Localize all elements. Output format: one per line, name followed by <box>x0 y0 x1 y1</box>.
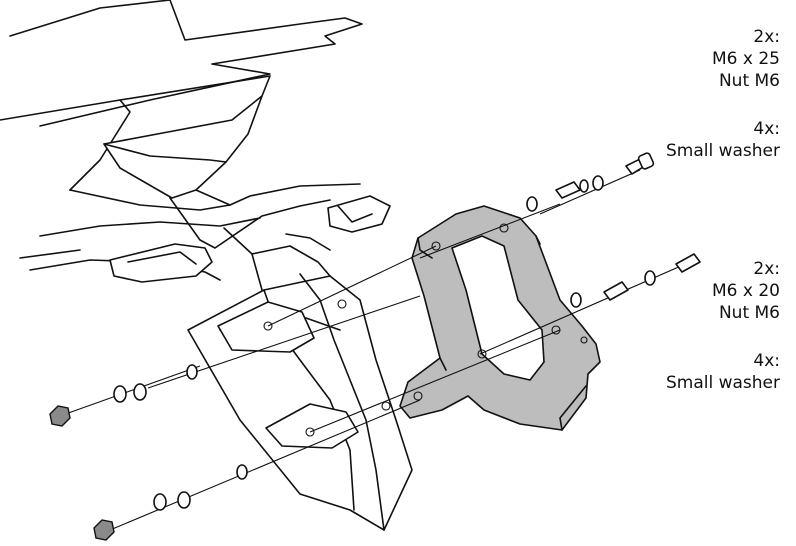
washer-label: Small washer <box>665 141 780 161</box>
hardware-group-m6x25: 2x: M6 x 25 Nut M6 <box>560 26 780 92</box>
mounting-bracket <box>399 205 601 431</box>
washer-group-lower: 4x: Small washer <box>560 350 780 394</box>
quantity-label: 2x: <box>753 259 780 279</box>
bolt-spec-label: M6 x 20 <box>712 281 780 301</box>
license-plate-holder <box>187 227 413 531</box>
right-turn-signal <box>327 195 391 233</box>
left-fasteners <box>49 364 248 541</box>
bolt-spec-label: M6 x 25 <box>712 49 780 69</box>
rear-tail-body <box>0 0 363 281</box>
hardware-group-m6x20: 2x: M6 x 20 Nut M6 <box>560 258 780 324</box>
quantity-label: 2x: <box>753 27 780 47</box>
nut-spec-label: Nut M6 <box>718 71 780 91</box>
washer-label: Small washer <box>665 373 780 393</box>
quantity-label: 4x: <box>753 119 780 139</box>
washer-group-upper: 4x: Small washer <box>560 118 780 162</box>
left-turn-signal <box>109 243 213 283</box>
upper-right-fasteners <box>526 152 701 308</box>
quantity-label: 4x: <box>753 351 780 371</box>
nut-spec-label: Nut M6 <box>718 303 780 323</box>
